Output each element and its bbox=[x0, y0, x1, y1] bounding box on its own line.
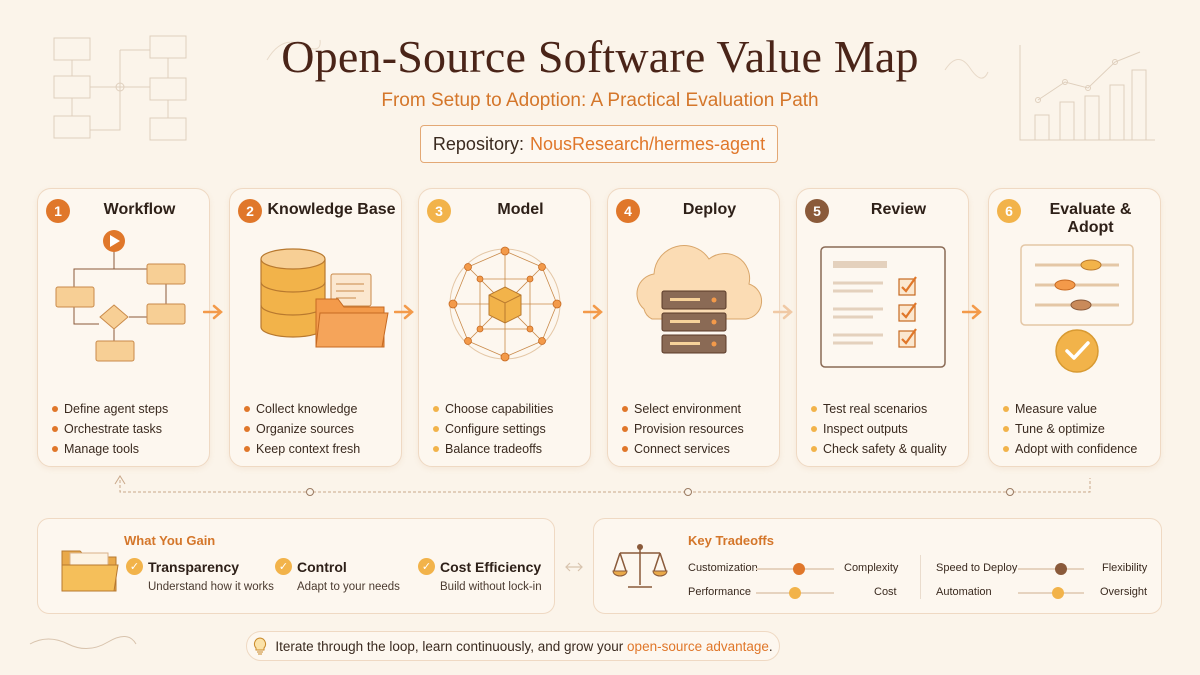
step-bullet: Configure settings bbox=[433, 419, 553, 439]
arrow-right-icon bbox=[962, 304, 982, 320]
step-bullet: Collect knowledge bbox=[244, 399, 360, 419]
step-bullet: Balance tradeoffs bbox=[433, 439, 553, 459]
step-bullet: Measure value bbox=[1003, 399, 1137, 419]
step-number: 5 bbox=[805, 199, 829, 223]
gain-desc: Build without lock-in bbox=[440, 581, 542, 593]
tradeoff-right-label: Cost bbox=[874, 586, 897, 598]
step-bullet: Manage tools bbox=[52, 439, 168, 459]
database-folder-icon bbox=[260, 248, 389, 348]
tradeoff-slider[interactable] bbox=[756, 587, 834, 599]
step-card-review: 5 Review Test real scenarios Inspect out… bbox=[796, 188, 969, 467]
arrow-right-icon bbox=[583, 304, 603, 320]
gains-title: What You Gain bbox=[124, 533, 216, 548]
tradeoff-right-label: Complexity bbox=[844, 562, 899, 574]
step-bullet: Select environment bbox=[622, 399, 744, 419]
step-title: Workflow bbox=[103, 201, 176, 218]
tradeoffs-panel: Key Tradeoffs Customization Complexity P… bbox=[593, 518, 1162, 614]
step-bullet: Test real scenarios bbox=[811, 399, 947, 419]
gain-title: Control bbox=[297, 559, 347, 575]
footer-end: . bbox=[768, 638, 773, 654]
page-title: Open-Source Software Value Map bbox=[281, 31, 919, 82]
tradeoffs-title: Key Tradeoffs bbox=[688, 533, 774, 548]
step-card-workflow: 1 Workflow Define agent steps Orchestrat… bbox=[37, 188, 210, 467]
step-title: Review bbox=[870, 201, 927, 218]
flowchart-sketch-icon bbox=[53, 35, 187, 141]
step-title: Model bbox=[497, 201, 544, 218]
lightbulb-icon bbox=[254, 637, 267, 655]
evaluate-sliders-icon bbox=[1020, 244, 1134, 373]
workflow-diagram-icon bbox=[55, 230, 186, 362]
step-bullet: Adopt with confidence bbox=[1003, 439, 1137, 459]
tradeoff-slider[interactable] bbox=[1018, 587, 1084, 599]
step-card-evaluate-adopt: 6 Evaluate & Adopt Measure value Tune & … bbox=[988, 188, 1161, 467]
gain-desc: Understand how it works bbox=[148, 581, 274, 593]
step-card-model: 3 Model Choose capabilities Configure se… bbox=[418, 188, 591, 467]
step-number: 6 bbox=[997, 199, 1021, 223]
tradeoff-knob[interactable] bbox=[1054, 563, 1067, 575]
step-bullet: Define agent steps bbox=[52, 399, 168, 419]
repository-value[interactable]: NousResearch/hermes-agent bbox=[529, 133, 766, 154]
step-title: Knowledge Base bbox=[267, 201, 396, 218]
gain-item: ✓ Control Adapt to your needs bbox=[275, 558, 400, 593]
step-bullet: Organize sources bbox=[244, 419, 360, 439]
repository-label: Repository: bbox=[432, 133, 524, 154]
check-icon: ✓ bbox=[418, 558, 435, 575]
folder-icon bbox=[61, 550, 119, 592]
step-bullet: Check safety & quality bbox=[811, 439, 947, 459]
cloud-server-icon bbox=[636, 245, 763, 354]
model-network-icon bbox=[448, 246, 562, 362]
arrow-right-icon bbox=[203, 304, 223, 320]
gain-item: ✓ Cost Efficiency Build without lock-in bbox=[418, 558, 542, 593]
step-bullet: Connect services bbox=[622, 439, 744, 459]
step-card-deploy: 4 Deploy Select environment Provision re… bbox=[607, 188, 780, 467]
check-icon: ✓ bbox=[126, 558, 143, 575]
repository-badge: Repository: NousResearch/hermes-agent bbox=[420, 125, 778, 163]
tradeoff-left-label: Speed to Deploy bbox=[936, 562, 1018, 574]
tradeoff-right-label: Oversight bbox=[1100, 586, 1148, 598]
tradeoff-left-label: Customization bbox=[688, 562, 758, 574]
step-card-knowledge-base: 2 Knowledge Base Collect knowledge Organ… bbox=[229, 188, 402, 467]
footer-banner: Iterate through the loop, learn continuo… bbox=[246, 631, 780, 661]
review-checklist-icon bbox=[820, 246, 946, 368]
swirl-sketch-icon bbox=[266, 39, 321, 61]
balance-scale-icon bbox=[612, 544, 668, 588]
step-bullet: Choose capabilities bbox=[433, 399, 553, 419]
check-icon: ✓ bbox=[275, 558, 292, 575]
bar-chart-sketch-icon bbox=[1019, 45, 1155, 141]
gain-title: Cost Efficiency bbox=[440, 559, 542, 575]
step-title: Evaluate & Adopt bbox=[1049, 201, 1132, 236]
tradeoff-left-label: Performance bbox=[688, 586, 751, 598]
tradeoff-right-label: Flexibility bbox=[1102, 562, 1148, 574]
tradeoff-knob[interactable] bbox=[789, 587, 801, 599]
step-bullet: Inspect outputs bbox=[811, 419, 947, 439]
arrow-right-icon bbox=[773, 304, 793, 320]
step-bullet: Orchestrate tasks bbox=[52, 419, 168, 439]
divider bbox=[920, 555, 921, 599]
gains-panel: What You Gain ✓ Transparency Understand h… bbox=[37, 518, 555, 614]
gain-title: Transparency bbox=[148, 559, 240, 575]
step-bullet: Tune & optimize bbox=[1003, 419, 1137, 439]
feedback-loop-line bbox=[114, 475, 1091, 496]
double-arrow-icon bbox=[565, 562, 583, 572]
tradeoff-knob[interactable] bbox=[792, 563, 805, 575]
squiggle-sketch-icon bbox=[29, 636, 137, 649]
tradeoff-slider[interactable] bbox=[756, 563, 834, 575]
arrow-right-icon bbox=[394, 304, 414, 320]
tradeoff-knob[interactable] bbox=[1051, 587, 1064, 599]
footer-text: Iterate through the loop, learn continuo… bbox=[275, 638, 624, 654]
step-number: 2 bbox=[238, 199, 262, 223]
step-number: 4 bbox=[616, 199, 640, 223]
step-bullet: Keep context fresh bbox=[244, 439, 360, 459]
tradeoff-left-label: Automation bbox=[936, 586, 992, 598]
gain-desc: Adapt to your needs bbox=[297, 581, 400, 593]
step-title: Deploy bbox=[682, 201, 737, 218]
footer-highlight: open-source advantage bbox=[627, 638, 769, 654]
step-number: 3 bbox=[427, 199, 451, 223]
tradeoff-slider[interactable] bbox=[1018, 563, 1084, 575]
gain-item: ✓ Transparency Understand how it works bbox=[126, 558, 274, 593]
swirl-sketch-icon bbox=[944, 59, 989, 79]
page-subtitle: From Setup to Adoption: A Practical Eval… bbox=[381, 90, 819, 111]
step-number: 1 bbox=[46, 199, 70, 223]
step-bullet: Provision resources bbox=[622, 419, 744, 439]
